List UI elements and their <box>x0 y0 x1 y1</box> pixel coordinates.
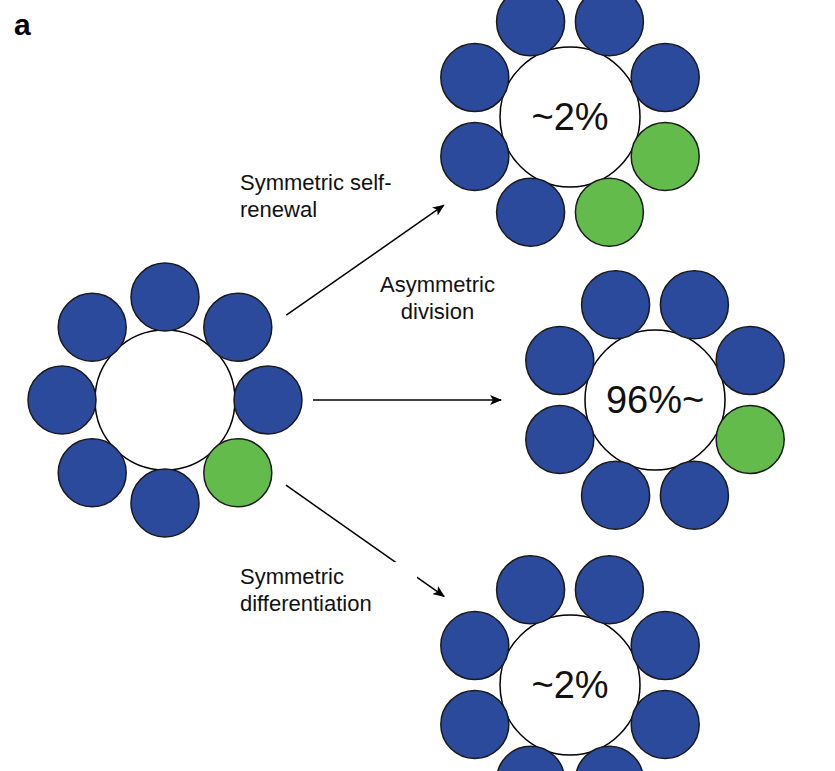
fate-arrow <box>313 399 501 401</box>
differentiated-cell <box>631 612 699 680</box>
lumen <box>500 615 640 755</box>
lumen <box>585 330 725 470</box>
differentiated-cell <box>234 366 302 434</box>
differentiated-cell <box>441 44 509 112</box>
percentage-text: 96%~ <box>606 379 704 422</box>
arrow-label: Symmetric differentiation <box>238 562 417 618</box>
differentiated-cell <box>575 0 643 56</box>
differentiated-cell <box>582 461 650 529</box>
differentiated-cell <box>631 44 699 112</box>
ring-center: 96%~ <box>515 260 795 540</box>
differentiated-cell <box>582 271 650 339</box>
percentage-text: ~2% <box>531 96 608 139</box>
differentiated-cell <box>526 327 594 395</box>
ring-center <box>25 260 305 540</box>
differentiated-cell <box>441 122 509 190</box>
differentiated-cell <box>497 178 565 246</box>
ring-center: ~2% <box>430 545 710 771</box>
differentiated-cell <box>131 263 199 331</box>
stem-cell <box>575 178 643 246</box>
differentiated-cell <box>497 0 565 56</box>
stem-cell <box>716 405 784 473</box>
cell-ring: 96%~ <box>515 260 795 540</box>
differentiated-cell <box>441 690 509 758</box>
differentiated-cell <box>575 746 643 771</box>
ring-center: ~2% <box>430 0 710 257</box>
differentiated-cell <box>497 746 565 771</box>
differentiated-cell <box>575 556 643 624</box>
differentiated-cell <box>131 469 199 537</box>
cell-ring <box>25 260 305 540</box>
differentiated-cell <box>497 556 565 624</box>
cell-ring: ~2% <box>430 545 710 771</box>
differentiated-cell <box>441 612 509 680</box>
differentiated-cell <box>58 439 126 507</box>
lumen <box>500 47 640 187</box>
arrow-label: Asymmetric division <box>368 270 507 326</box>
panel-letter: a <box>14 8 31 42</box>
differentiated-cell <box>716 327 784 395</box>
arrow-label: Symmetric self-renewal <box>238 168 407 224</box>
ring-illustration <box>25 260 305 540</box>
differentiated-cell <box>28 366 96 434</box>
differentiated-cell <box>631 690 699 758</box>
percentage-text: ~2% <box>531 664 608 707</box>
ring-illustration <box>430 545 710 771</box>
stem-cell <box>204 439 272 507</box>
differentiated-cell <box>660 461 728 529</box>
differentiated-cell <box>58 293 126 361</box>
stem-cell <box>631 122 699 190</box>
cell-ring: ~2% <box>430 0 710 257</box>
differentiated-cell <box>660 271 728 339</box>
differentiated-cell <box>526 405 594 473</box>
differentiated-cell <box>204 293 272 361</box>
